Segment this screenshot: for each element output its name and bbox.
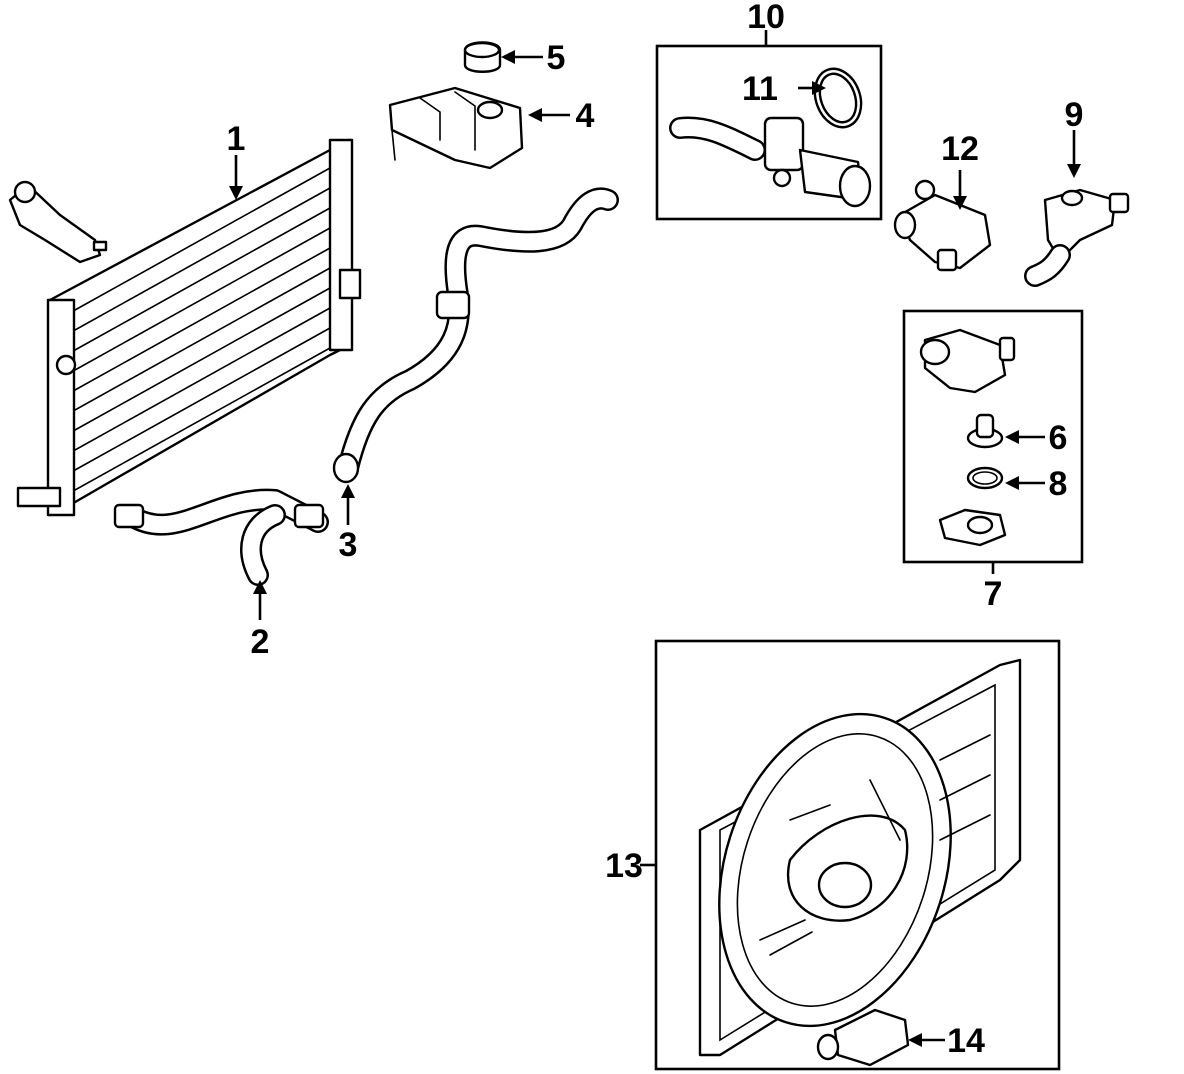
fan-shroud-assembly (698, 658, 1022, 1057)
thermostat (966, 413, 1004, 449)
thermostat-cover (938, 508, 1007, 547)
callout-box-10 (655, 44, 883, 221)
thermostat-housing-upper (919, 328, 1016, 394)
callout-8: 8 (1049, 465, 1068, 503)
coolant-reservoir (388, 86, 524, 170)
thermostat-housing (669, 116, 872, 208)
callout-1: 1 (227, 120, 246, 158)
callout-7: 7 (984, 575, 1003, 613)
radiator-fitting (8, 180, 108, 264)
callout-9: 9 (1065, 96, 1084, 134)
callout-13: 13 (605, 847, 643, 885)
callout-10: 10 (747, 0, 785, 36)
upper-hose (332, 187, 619, 484)
fan-resistor (816, 1008, 910, 1067)
callout-6: 6 (1049, 419, 1068, 457)
leader-lines (229, 30, 1081, 1047)
callout-14: 14 (947, 1022, 985, 1060)
callout-4: 4 (576, 97, 595, 135)
thermostat-gasket (966, 466, 1004, 490)
callout-box-13 (654, 639, 1061, 1071)
callout-12: 12 (941, 130, 979, 168)
callout-11: 11 (742, 70, 778, 108)
outlet-with-sensor (1024, 188, 1130, 287)
thermostat-seal (813, 67, 863, 129)
callout-2: 2 (251, 623, 270, 661)
callout-3: 3 (339, 526, 358, 564)
water-outlet (893, 179, 992, 272)
radiator (16, 138, 362, 517)
lower-hose (113, 488, 329, 586)
callout-labels: 1 2 3 4 5 6 7 8 9 10 11 12 13 14 (227, 0, 1084, 1060)
reservoir-cap (463, 41, 502, 73)
callout-5: 5 (547, 39, 566, 77)
